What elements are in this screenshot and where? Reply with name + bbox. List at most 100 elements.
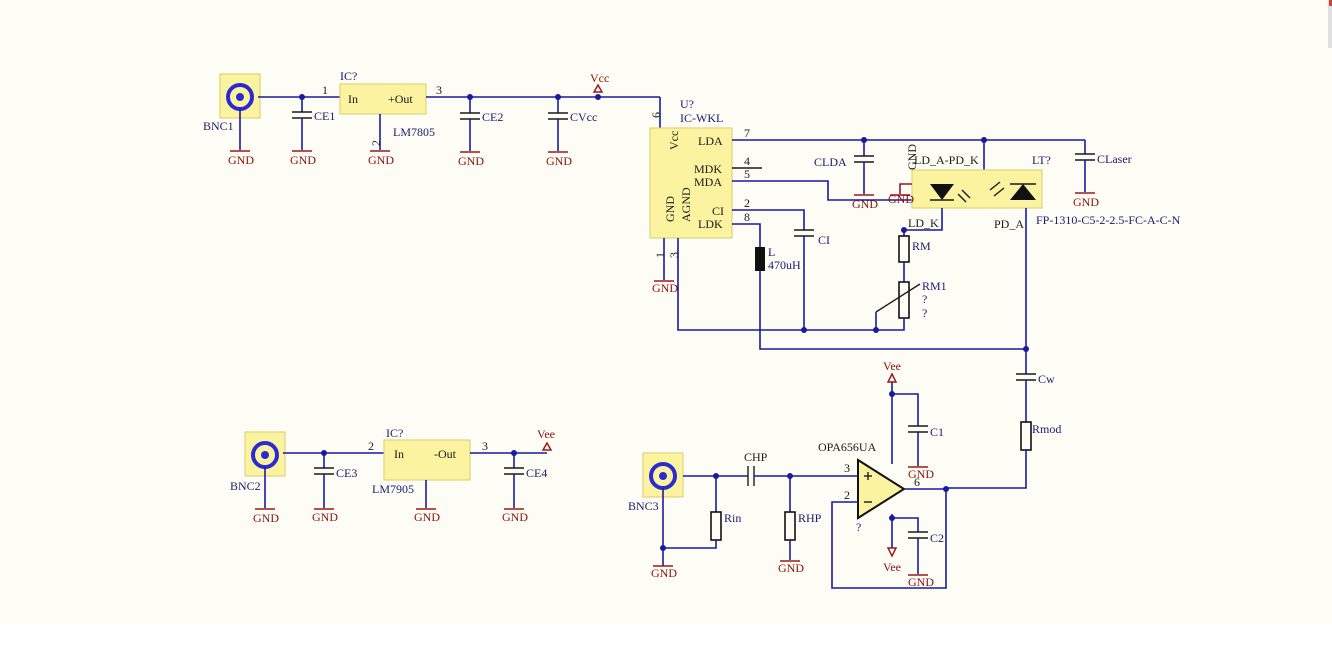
claser-label: CLaser bbox=[1097, 152, 1132, 166]
bnc2-label: BNC2 bbox=[230, 479, 261, 493]
ci-capacitor[interactable] bbox=[794, 229, 814, 330]
vee-power-port bbox=[886, 372, 898, 383]
vee-label: Vee bbox=[883, 359, 901, 373]
rm1-tolerance: ? bbox=[922, 306, 927, 320]
pin-number: 2 bbox=[369, 140, 383, 146]
rm1-label: RM1 bbox=[922, 279, 947, 293]
ic1-ref: IC? bbox=[340, 69, 357, 83]
pin-number: 8 bbox=[744, 210, 750, 224]
bnc2-connector[interactable] bbox=[244, 431, 286, 510]
vcc-label: Vcc bbox=[590, 71, 609, 85]
l-inductor[interactable] bbox=[755, 247, 1026, 350]
rm1-value: ? bbox=[922, 292, 927, 306]
rin-resistor[interactable] bbox=[663, 476, 722, 549]
laser-diode-module[interactable] bbox=[911, 169, 1043, 209]
rm-label: RM bbox=[912, 239, 931, 253]
ic1-in-pin: In bbox=[348, 92, 358, 106]
gnd-label: GND bbox=[908, 467, 934, 481]
pin-number: 2 bbox=[368, 439, 374, 453]
chp-capacitor[interactable] bbox=[747, 466, 858, 486]
rhp-resistor[interactable] bbox=[780, 476, 800, 562]
vee-label: Vee bbox=[883, 560, 901, 574]
cvcc-capacitor[interactable] bbox=[548, 97, 568, 153]
ic2-in-pin: In bbox=[394, 447, 404, 461]
pin-number: 3 bbox=[482, 439, 488, 453]
u-lda-pin: LDA bbox=[698, 134, 723, 148]
gnd-pin: GND bbox=[905, 144, 919, 170]
clda-capacitor[interactable] bbox=[854, 140, 874, 196]
ic1-out-pin: +Out bbox=[388, 92, 413, 106]
rm1-potentiometer[interactable] bbox=[875, 281, 921, 330]
vee-power-port bbox=[886, 547, 898, 558]
ld-a-pd-k-label: LD_A-PD_K bbox=[914, 153, 979, 167]
gnd-symbol bbox=[230, 150, 250, 152]
gnd-label: GND bbox=[652, 281, 678, 295]
ce4-label: CE4 bbox=[526, 466, 547, 480]
bnc1-connector[interactable] bbox=[219, 73, 261, 150]
u-gnd-pin: GND bbox=[663, 196, 677, 222]
ce3-capacitor[interactable] bbox=[314, 453, 334, 510]
pin-number: 3 bbox=[667, 252, 681, 258]
claser-capacitor[interactable] bbox=[1075, 140, 1095, 194]
gnd-label: GND bbox=[253, 511, 279, 525]
gnd-label: GND bbox=[414, 510, 440, 524]
ce1-label: CE1 bbox=[314, 109, 335, 123]
lt-ref: LT? bbox=[1032, 153, 1051, 167]
gnd-label: GND bbox=[852, 197, 878, 211]
u-agnd-pin: AGND bbox=[679, 187, 693, 222]
scrollbar-marker bbox=[1329, 0, 1332, 6]
bnc3-label: BNC3 bbox=[628, 499, 659, 513]
pin-number: 2 bbox=[844, 488, 850, 502]
ic2-part: LM7905 bbox=[372, 482, 414, 496]
gnd-label: GND bbox=[651, 566, 677, 580]
ic-wkl-driver[interactable] bbox=[649, 127, 733, 239]
u-vcc-pin: Vcc bbox=[667, 131, 681, 150]
u-mda-pin: MDA bbox=[694, 175, 722, 189]
ce1-capacitor[interactable] bbox=[292, 97, 312, 152]
pin-number: 5 bbox=[744, 167, 750, 181]
rm-resistor[interactable] bbox=[898, 235, 910, 282]
u-ci-pin: CI bbox=[712, 204, 724, 218]
pin-number: 6 bbox=[914, 475, 920, 489]
gnd-label: GND bbox=[502, 510, 528, 524]
pin-number: 7 bbox=[744, 126, 750, 140]
clda-label: CLDA bbox=[814, 155, 847, 169]
cw-capacitor[interactable] bbox=[1016, 373, 1036, 422]
pin-number: 1 bbox=[653, 252, 667, 258]
pin-number: 1 bbox=[322, 83, 328, 97]
opa656-opamp[interactable] bbox=[857, 458, 906, 520]
ci-label: CI bbox=[818, 233, 830, 247]
pin-number: 4 bbox=[744, 154, 750, 168]
cvcc-label: CVcc bbox=[570, 110, 597, 124]
rmod-resistor[interactable] bbox=[946, 421, 1032, 489]
l-value: 470uH bbox=[768, 258, 801, 272]
rmod-label: Rmod bbox=[1032, 422, 1061, 436]
l-label: L bbox=[768, 245, 775, 259]
ic2-out-pin: -Out bbox=[434, 447, 457, 461]
ic1-part: LM7805 bbox=[393, 125, 435, 139]
schematic-canvas[interactable]: BNC1 GND CE1 GND 1 IC? In +Out LM7805 2 … bbox=[0, 0, 1332, 624]
ce2-capacitor[interactable] bbox=[460, 97, 480, 153]
gnd-label: GND bbox=[228, 153, 254, 167]
gnd-label: GND bbox=[290, 153, 316, 167]
vcc-power-port bbox=[592, 83, 604, 93]
ce2-label: CE2 bbox=[482, 110, 503, 124]
ce4-capacitor[interactable] bbox=[504, 453, 524, 510]
c2-capacitor[interactable] bbox=[908, 531, 928, 576]
lt-part: FP-1310-C5-2-2.5-FC-A-C-N bbox=[1036, 213, 1181, 227]
u-ref: U? bbox=[680, 97, 694, 111]
c1-label: C1 bbox=[930, 425, 944, 439]
bnc1-label: BNC1 bbox=[203, 119, 234, 133]
vee-label: Vee bbox=[537, 427, 555, 441]
gnd-label: GND bbox=[312, 510, 338, 524]
lm7805-regulator[interactable] bbox=[339, 83, 427, 152]
u-part: IC-WKL bbox=[680, 111, 723, 125]
opamp-ref: ? bbox=[856, 520, 861, 534]
ld-k-label: LD_K bbox=[908, 216, 939, 230]
c1-capacitor[interactable] bbox=[908, 425, 928, 468]
scrollbar[interactable] bbox=[1328, 0, 1332, 48]
pin-number: 2 bbox=[744, 196, 750, 210]
rin-label: Rin bbox=[724, 511, 741, 525]
rhp-label: RHP bbox=[798, 511, 822, 525]
lm7905-regulator[interactable] bbox=[383, 439, 471, 510]
